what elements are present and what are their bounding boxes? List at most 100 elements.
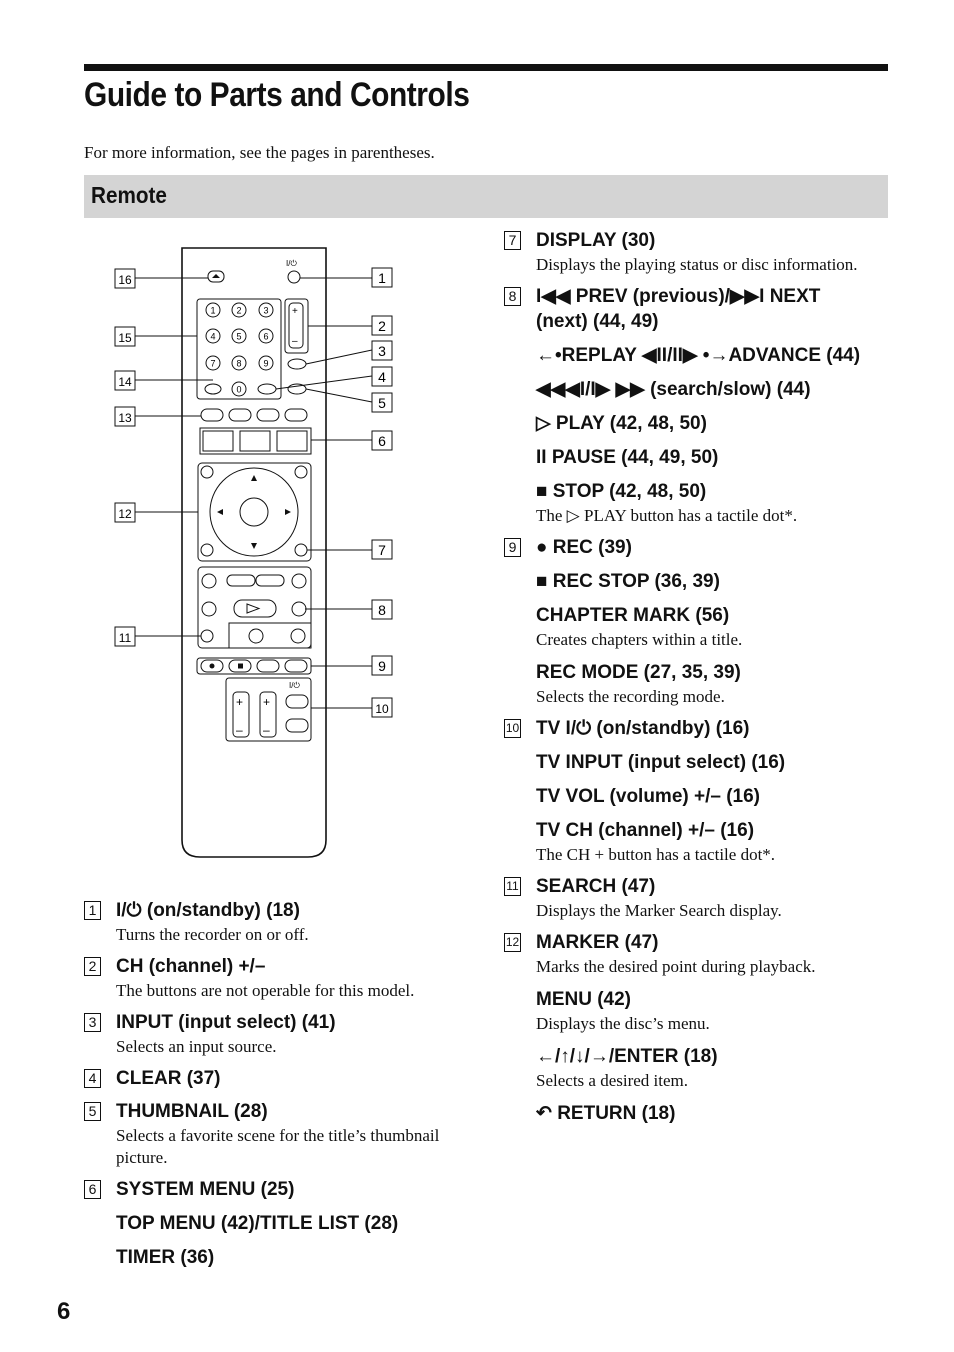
- entry-number-box: 11: [504, 877, 521, 896]
- callout-number: 5: [378, 395, 386, 411]
- entry-heading: MENU (42): [536, 989, 632, 1010]
- digit-key-5: [231, 328, 247, 344]
- entry-number-box: 8: [504, 287, 521, 306]
- replay-button: [226, 574, 256, 587]
- prev-button: [201, 573, 217, 589]
- menu-button: [294, 465, 308, 479]
- entry-heading: SEARCH (47): [536, 876, 656, 897]
- entry-number-box: 12: [504, 933, 521, 952]
- entry-heading: TIMER (36): [116, 1247, 215, 1268]
- tv-input-button: [285, 718, 309, 733]
- callout-number: 8: [378, 602, 386, 618]
- callout-number: 10: [375, 702, 389, 716]
- power-label: I/⏻: [286, 259, 297, 268]
- advance-button: [255, 574, 285, 587]
- top-menu-button: [239, 430, 271, 452]
- callout-box-1: [371, 267, 393, 288]
- numpad-frame: [196, 298, 282, 400]
- callout-number: 3: [378, 343, 386, 359]
- callout-number: 12: [118, 507, 132, 521]
- entry-heading: ↶ RETURN (18): [536, 1103, 676, 1124]
- section-title: Remote: [91, 182, 167, 208]
- tv-ch-rocker: [259, 691, 277, 738]
- entry-heading: TV CH (channel) +/– (16): [536, 820, 755, 841]
- clear-button: [257, 383, 277, 395]
- intro-text: For more information, see the pages in p…: [84, 143, 435, 162]
- entry-11: 11 SEARCH (47) Displays the Marker Search …: [504, 874, 876, 922]
- digit-label: 5: [236, 332, 241, 342]
- entry-heading: ←•REPLAY ◀II/II▶ •→ADVANCE (44): [536, 345, 861, 366]
- callout-box-13: [114, 406, 136, 427]
- digit-key-2: [231, 302, 247, 318]
- ch-plus: +: [292, 306, 298, 317]
- entry-description: Turns the recorder on or off.: [116, 925, 309, 944]
- section-header: Remote: [84, 175, 888, 218]
- entry-description: Displays the Marker Search display.: [536, 901, 782, 920]
- entry-description: Selects a favorite scene for the title’s…: [116, 1126, 440, 1167]
- callout-number: 4: [378, 369, 386, 385]
- digit-key-0: [231, 381, 247, 397]
- digit-label: 9: [263, 359, 268, 369]
- entry-9: 9● REC (39)■ REC STOP (36, 39)CHAPTER MA…: [504, 535, 876, 708]
- callout-number: 1: [378, 270, 386, 286]
- callout-box-2: [371, 315, 393, 336]
- play-icon: [246, 603, 261, 614]
- entry-description: Marks the desired point during playback.: [536, 957, 816, 976]
- rewind-button: [201, 601, 217, 617]
- entry-number-box: 10: [504, 719, 521, 738]
- callout-number: 6: [378, 433, 386, 449]
- tv-power-button: [285, 694, 309, 709]
- entry-heading: I◀◀ PREV (previous)/▶▶I NEXT (next) (44,…: [536, 286, 821, 332]
- entry-description: Creates chapters within a title.: [536, 630, 743, 649]
- digit-key-7: [205, 355, 221, 371]
- digit-label: 1: [210, 306, 215, 316]
- callout-box-5: [371, 392, 393, 413]
- digit-key-9: [258, 355, 274, 371]
- menu-frame: [199, 427, 312, 455]
- marker-button: [200, 465, 214, 479]
- tv-power-label: I/⏻: [289, 681, 300, 690]
- ch-rocker: [288, 302, 304, 349]
- svg-text:+: +: [236, 695, 243, 709]
- ch-minus: –: [292, 336, 298, 347]
- callout-box-16: [114, 268, 136, 289]
- entry-number-box: 3: [84, 1013, 101, 1032]
- digit-label: 2: [236, 306, 241, 316]
- title-rule: [84, 64, 888, 71]
- callout-number: 14: [118, 375, 132, 389]
- entry-heading: II PAUSE (44, 49, 50): [536, 447, 719, 468]
- callout-box-14: [114, 370, 136, 391]
- return-button: [200, 543, 214, 557]
- callout-box-12: [114, 502, 136, 523]
- callout-box-11: [114, 626, 136, 647]
- callout-box-7: [371, 539, 393, 560]
- entry-heading: TV VOL (volume) +/– (16): [536, 786, 761, 807]
- entry-heading: TV I/⏻ (on/standby) (16): [536, 718, 750, 739]
- digit-key-6: [258, 328, 274, 344]
- eject-icon: [212, 274, 220, 278]
- clear-button-small: [204, 383, 222, 395]
- digit-label: 4: [210, 332, 215, 342]
- entry-heading: CH (channel) +/–: [116, 956, 266, 977]
- callout-number: 13: [118, 411, 132, 425]
- entry-description: Selects a desired item.: [536, 1071, 689, 1090]
- callout-number: 16: [118, 273, 132, 287]
- digit-label: 6: [263, 332, 268, 342]
- stop-button: [290, 628, 306, 644]
- chapter-mark-button: [256, 659, 280, 673]
- oval-row: [200, 408, 308, 422]
- entry-heading: CHAPTER MARK (56): [536, 605, 730, 626]
- callout-box-9: [371, 655, 393, 676]
- entry-heading: ▷ PLAY (42, 48, 50): [536, 413, 707, 434]
- entry-number-box: 4: [84, 1069, 101, 1088]
- system-menu-button: [202, 430, 234, 452]
